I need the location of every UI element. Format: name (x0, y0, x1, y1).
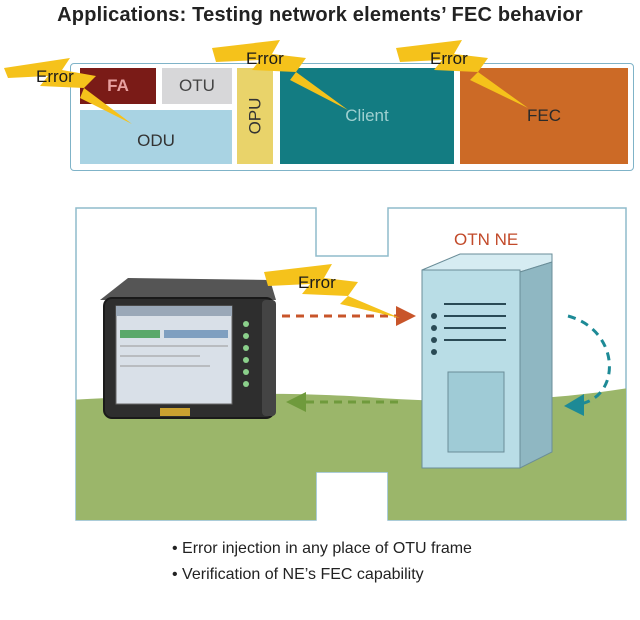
bullet-list: • Error injection in any place of OTU fr… (172, 536, 472, 588)
bullet-text: Verification of NE’s FEC capability (182, 566, 424, 583)
otu-block: OTU (162, 68, 232, 104)
error-label-fec: Error (430, 49, 468, 68)
lightning-bolt-icon (396, 40, 528, 108)
loopback-arrow (564, 314, 611, 416)
opu-block: OPU (237, 68, 273, 164)
error-injection-arrow (282, 306, 416, 326)
server-icon (421, 253, 553, 469)
diagram-title: Applications: Testing network elements’ … (57, 4, 583, 26)
bullet-text: Error injection in any place of OTU fram… (182, 540, 472, 557)
bullet-item: • Verification of NE’s FEC capability (172, 566, 424, 583)
lightning-bolt-icon (212, 40, 348, 110)
bullet-item: • Error injection in any place of OTU fr… (172, 540, 472, 557)
odu-block: ODU (80, 110, 232, 164)
otn-ne-label: OTN NE (454, 230, 519, 249)
test-instrument (100, 278, 276, 419)
error-label-client: Error (246, 49, 284, 68)
error-label-odu: Error (36, 67, 74, 86)
lightning-bolt-icon (4, 58, 132, 124)
return-arrow (286, 392, 402, 412)
lightning-bolt-icon (264, 264, 400, 318)
error-label-diagram: Error (298, 273, 336, 292)
